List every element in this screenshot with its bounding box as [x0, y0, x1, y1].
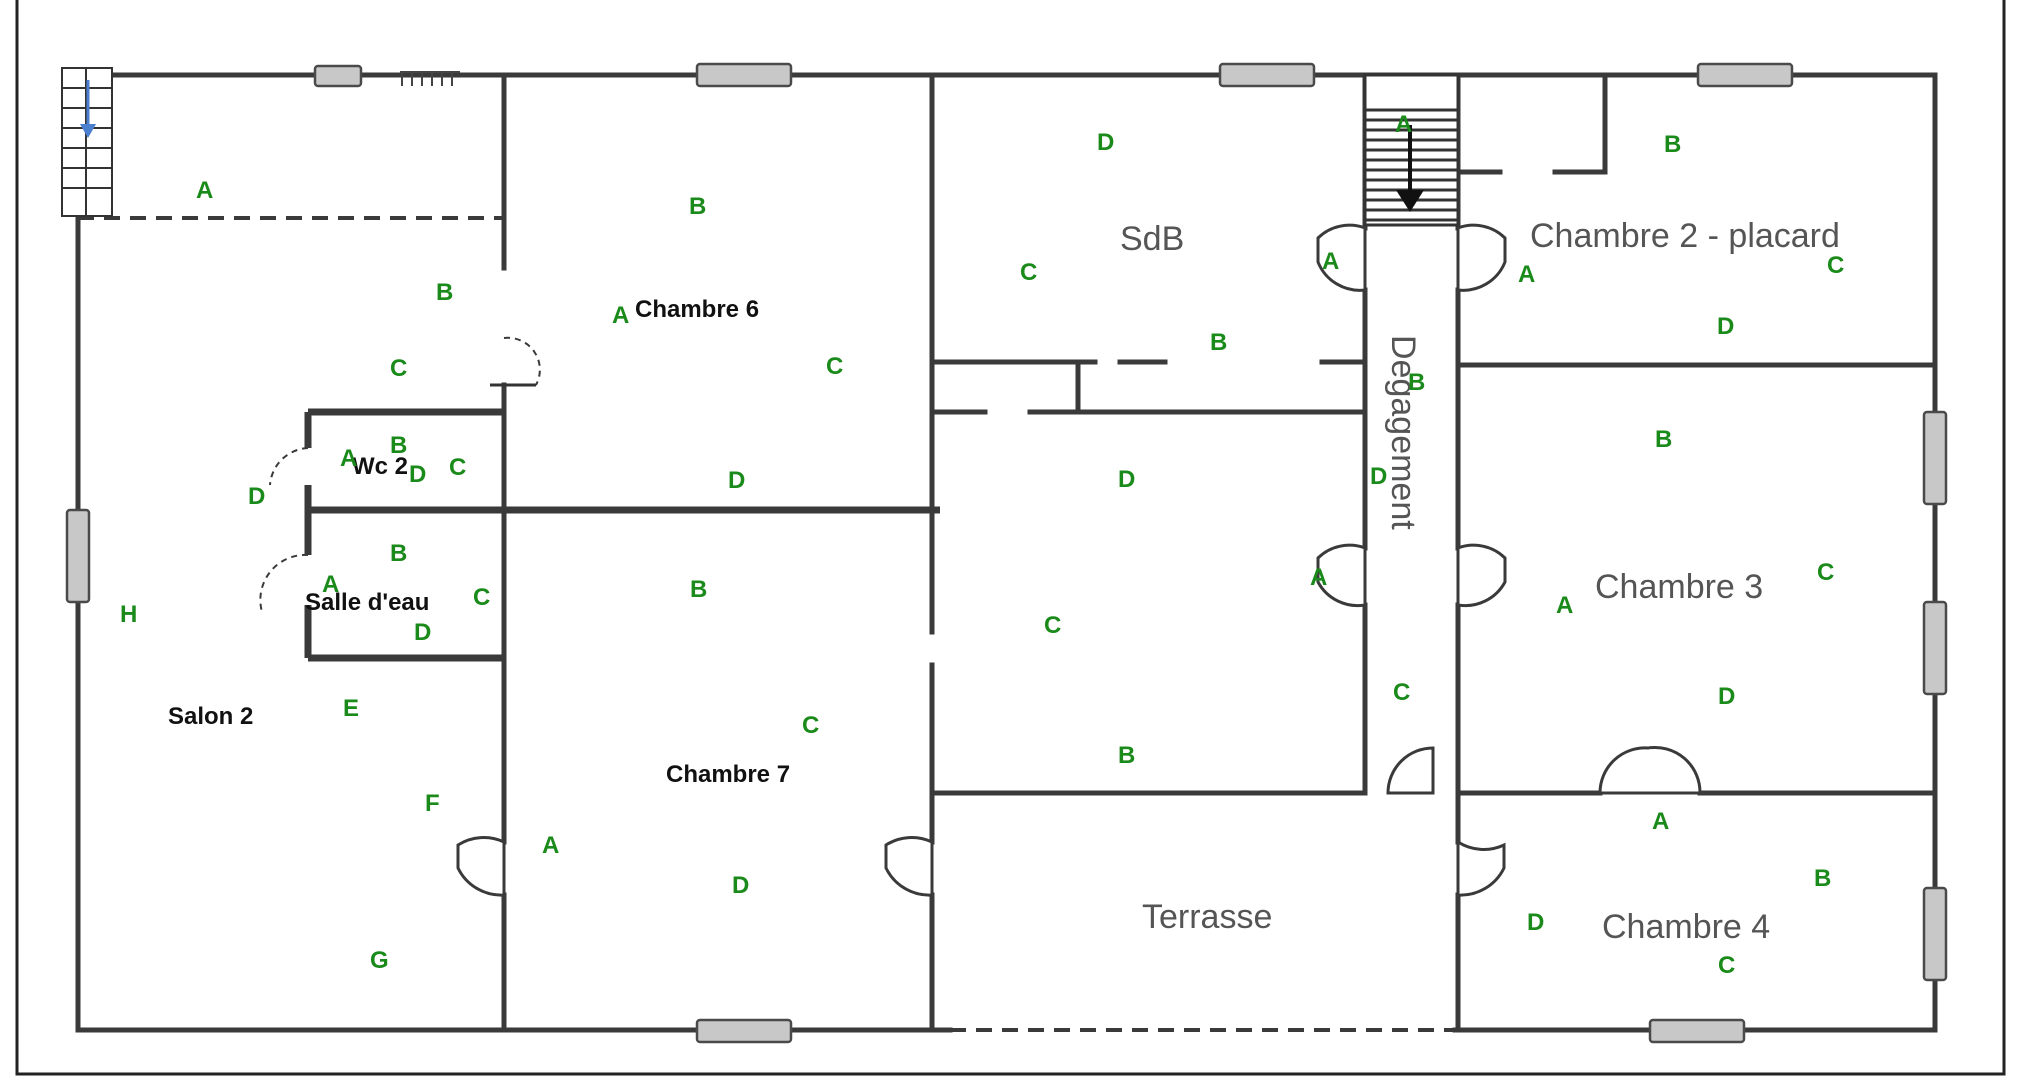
marker-salon2-b: B [436, 279, 453, 306]
marker-chambre2-d: D [1717, 313, 1734, 340]
marker-degagement-c: C [1393, 679, 1410, 706]
marker-salon2-c: C [390, 355, 407, 382]
marker-salle-eau-b: B [390, 540, 407, 567]
room-label-wc2: Wc 2 [352, 453, 408, 480]
marker-sdb-c: C [1020, 259, 1037, 286]
room-label-degagement: Degagement [1384, 335, 1422, 530]
room-label-chambre7: Chambre 7 [666, 761, 790, 788]
marker-salon2-g: G [370, 947, 389, 974]
marker-chambre2-b: B [1664, 131, 1681, 158]
marker-degagement-a1: A [1395, 111, 1412, 138]
marker-chambre4-c: C [1718, 952, 1735, 979]
marker-chambre4-b: B [1814, 865, 1831, 892]
marker-salon2-d: D [248, 483, 265, 510]
marker-center-b: B [1118, 742, 1135, 769]
interior-walls [78, 72, 1938, 1033]
doors [259, 223, 1702, 897]
marker-center-c: C [1044, 612, 1061, 639]
marker-wc2-b: B [390, 432, 407, 459]
marker-wc2-c: C [449, 454, 466, 481]
marker-salle-eau-d: D [414, 619, 431, 646]
marker-chambre3-a: A [1556, 592, 1573, 619]
marker-salon2-e: E [343, 695, 359, 722]
stairs-left [61, 67, 113, 217]
markers: A B C D E F G H A B C D A B C D A B C D … [120, 111, 1844, 979]
marker-degagement-a2: A [1322, 248, 1339, 275]
room-label-salon2: Salon 2 [168, 703, 253, 730]
marker-chambre6-b: B [689, 193, 706, 220]
marker-chambre4-a: A [1652, 808, 1669, 835]
marker-degagement-d: D [1370, 463, 1387, 490]
marker-center-d: D [1118, 466, 1135, 493]
frame-border [15, 0, 2006, 1076]
room-label-sdb: SdB [1120, 220, 1184, 258]
marker-chambre6-a: A [612, 302, 629, 329]
marker-chambre2-c: C [1827, 252, 1844, 279]
windows [65, 62, 1948, 1044]
marker-chambre3-c: C [1817, 559, 1834, 586]
marker-chambre3-b: B [1655, 426, 1672, 453]
marker-chambre6-c: C [826, 353, 843, 380]
room-label-chambre2: Chambre 2 - placard [1530, 217, 1840, 255]
marker-wc2-a: A [340, 445, 357, 472]
marker-sdb-b: B [1210, 329, 1227, 356]
marker-wc2-d: D [409, 461, 426, 488]
room-label-chambre6: Chambre 6 [635, 296, 759, 323]
marker-salon2-a: A [196, 177, 213, 204]
marker-chambre7-d: D [732, 872, 749, 899]
room-labels: Salon 2 Chambre 6 Chambre 7 Wc 2 Salle d… [168, 217, 1840, 946]
marker-salon2-h: H [120, 601, 137, 628]
marker-chambre7-a: A [542, 832, 559, 859]
marker-salle-eau-c: C [473, 584, 490, 611]
room-label-terrasse: Terrasse [1142, 898, 1272, 936]
marker-salon2-f: F [425, 790, 440, 817]
marker-sdb-d: D [1097, 129, 1114, 156]
stairs-center [1363, 73, 1460, 227]
marker-chambre4-d: D [1527, 909, 1544, 936]
room-label-salle-eau: Salle d'eau [305, 589, 429, 616]
marker-degagement-a3: A [1310, 564, 1327, 591]
marker-chambre3-d: D [1718, 683, 1735, 710]
marker-chambre2-a: A [1518, 261, 1535, 288]
marker-chambre7-c: C [802, 712, 819, 739]
marker-degagement-b: B [1408, 369, 1425, 396]
marker-chambre6-d: D [728, 467, 745, 494]
room-label-chambre4: Chambre 4 [1602, 908, 1770, 946]
marker-chambre7-b: B [690, 576, 707, 603]
marker-salle-eau-a: A [322, 571, 339, 598]
room-label-chambre3: Chambre 3 [1595, 568, 1763, 606]
